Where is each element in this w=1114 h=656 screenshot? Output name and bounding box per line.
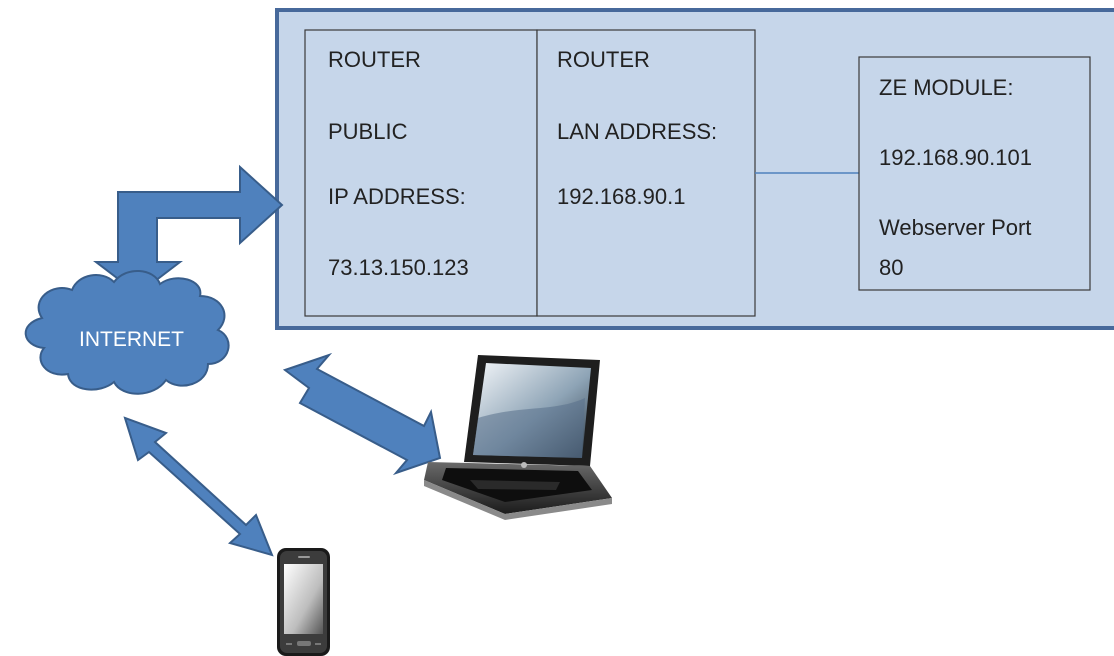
ze-module-port-value: 80 <box>879 255 904 280</box>
internet-to-router-arrow <box>93 164 284 296</box>
router-public-subtitle: PUBLIC <box>328 119 408 144</box>
internet-phone-arrow <box>123 416 274 557</box>
cloud-icon <box>24 269 230 395</box>
router-lan-box <box>536 29 756 317</box>
router-public-box <box>304 29 538 317</box>
router-public-title: ROUTER <box>328 47 421 72</box>
router-lan-title: ROUTER <box>557 47 650 72</box>
ze-module-title: ZE MODULE: <box>879 75 1014 100</box>
ze-module-ip-value: 192.168.90.101 <box>879 145 1032 170</box>
router-public-ip-value: 73.13.150.123 <box>328 255 469 280</box>
router-lan-address-value: 192.168.90.1 <box>557 184 686 209</box>
router-public-ip-label: IP ADDRESS: <box>328 184 466 209</box>
laptop-icon <box>424 355 612 520</box>
internet-label: INTERNET <box>79 328 184 351</box>
internet-laptop-arrow <box>282 352 442 476</box>
ze-module-box <box>858 56 1091 291</box>
smartphone-icon <box>277 548 330 656</box>
ze-module-webserver-label: Webserver Port <box>879 215 1032 240</box>
router-lan-address-label: LAN ADDRESS: <box>557 119 718 144</box>
